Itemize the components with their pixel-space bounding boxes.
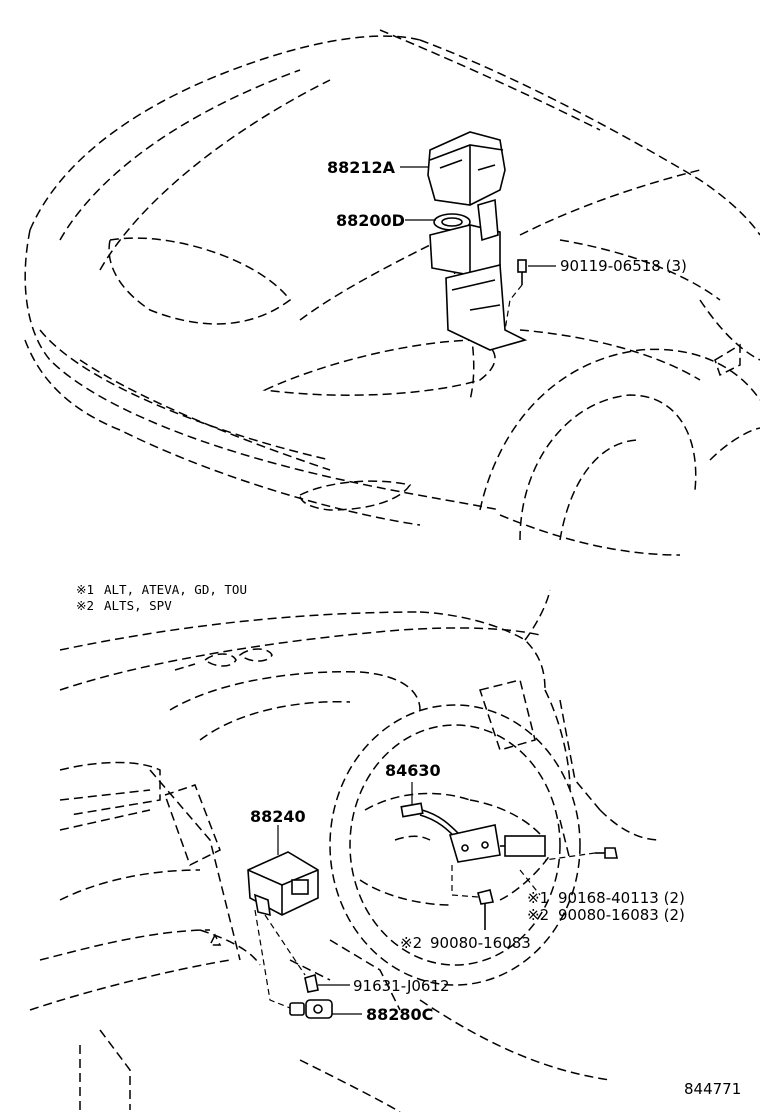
steering-wheel: [329, 704, 581, 986]
label-90080: 90080-16083: [430, 934, 531, 952]
label-90119: 90119-06518 (3): [560, 257, 687, 275]
part-88280C-sensor[interactable]: [254, 909, 333, 1019]
part-88212A-cover[interactable]: [427, 131, 506, 206]
note-2-text: ALTS, SPV: [104, 598, 172, 613]
label-84630: 84630: [385, 761, 441, 780]
note-1-text: ALT, ATEVA, GD, TOU: [104, 582, 247, 597]
car-body-outline: [24, 29, 760, 556]
label-88200D: 88200D: [336, 211, 405, 230]
label-90080-2: 90080-16083 (2): [558, 906, 685, 924]
part-90168-screw[interactable]: [519, 847, 618, 896]
part-91631-screw[interactable]: [264, 914, 319, 993]
dashboard-outline: [29, 589, 661, 1112]
part-88200D-actuator[interactable]: [429, 198, 528, 351]
part-84630-spiral-cable[interactable]: [400, 802, 546, 863]
label-91631: 91631-J0612: [353, 977, 450, 995]
note-1-mark: ※1: [76, 582, 94, 597]
part-90080-screw[interactable]: [451, 865, 494, 930]
mark-2: ※2: [527, 906, 549, 924]
label-90168: 90168-40113 (2): [558, 889, 685, 907]
note-2-mark: ※2: [76, 598, 94, 613]
applicability-notes: ※1 ALT, ATEVA, GD, TOU ※2 ALTS, SPV: [76, 582, 247, 613]
mark-2b: ※2: [400, 934, 422, 952]
label-88280C: 88280C: [366, 1005, 433, 1024]
diagram-id: 844771: [684, 1080, 741, 1098]
mark-1: ※1: [527, 889, 549, 907]
part-90119-bolt[interactable]: [504, 259, 527, 331]
part-88240-sensor[interactable]: [247, 851, 319, 917]
label-88212A: 88212A: [327, 158, 396, 177]
label-88240: 88240: [250, 807, 306, 826]
